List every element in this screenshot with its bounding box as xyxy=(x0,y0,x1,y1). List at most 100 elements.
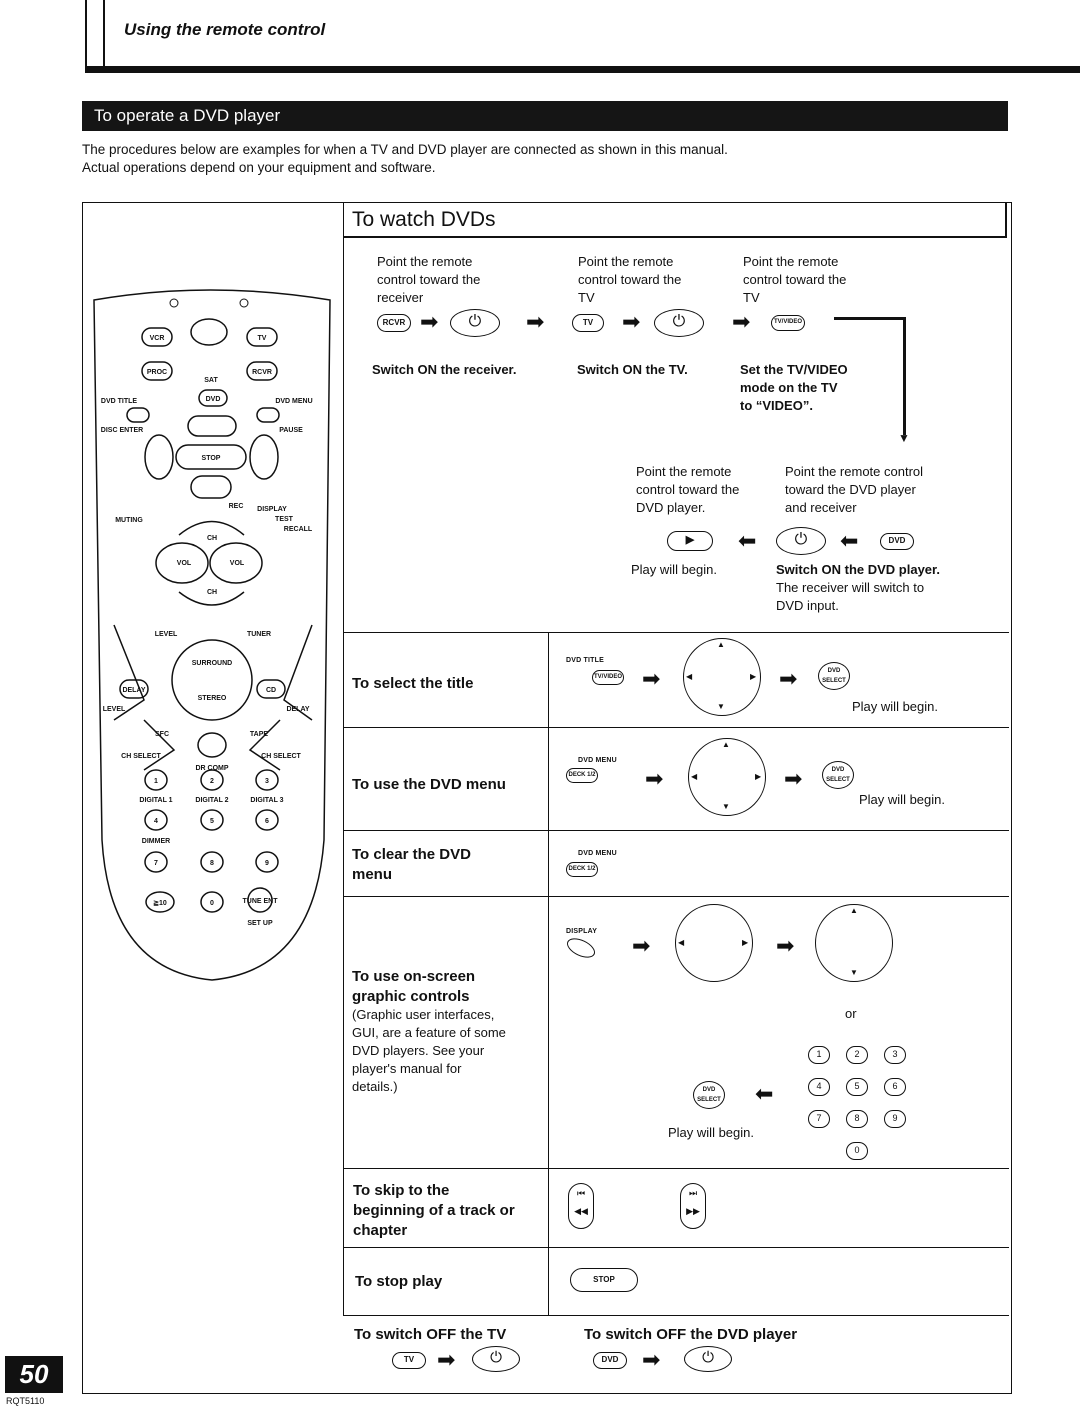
key-8[interactable]: 8 xyxy=(846,1110,868,1128)
power-button[interactable]: ⏻ xyxy=(654,309,704,337)
step5-text: Point the remote control toward the DVD … xyxy=(785,463,923,517)
deck-button[interactable]: DECK 1/2 xyxy=(566,768,598,783)
remote-label-stereo: STEREO xyxy=(198,695,227,702)
play-button[interactable]: ▶ xyxy=(667,531,713,551)
step2-text: Point the remote control toward the TV xyxy=(578,253,681,307)
cursor-up-icon: ▲ xyxy=(722,740,730,749)
row2-note: Play will begin. xyxy=(859,792,945,807)
arrow-right-icon: ➡ xyxy=(642,1347,661,1372)
row4-note: Play will begin. xyxy=(668,1125,754,1140)
key-5[interactable]: 5 xyxy=(846,1078,868,1096)
arrow-right-icon: ➡ xyxy=(779,666,798,691)
tv-button[interactable]: TV xyxy=(392,1352,426,1369)
cursor-pad[interactable] xyxy=(683,638,761,716)
step1-line1: Point the remote xyxy=(377,254,473,269)
intro-text: The procedures below are examples for wh… xyxy=(82,141,728,177)
remote-key-ge10: ≧10 xyxy=(153,900,167,907)
cursor-pad[interactable] xyxy=(675,904,753,982)
row-dvd-menu-label: To use the DVD menu xyxy=(352,776,506,793)
switch-off-tv-label: To switch OFF the TV xyxy=(354,1326,507,1343)
remote-key-0: 0 xyxy=(210,900,214,907)
step1-line3: receiver xyxy=(377,290,424,305)
arrow-right-icon: ➡ xyxy=(784,766,803,791)
remote-label-disc-enter: DISC ENTER xyxy=(101,427,143,434)
cursor-left-icon: ◀ xyxy=(691,772,698,781)
key-0[interactable]: 0 xyxy=(846,1142,868,1160)
step5-caption: Switch ON the DVD player. xyxy=(776,562,940,577)
remote-label-display: DISPLAY xyxy=(257,506,287,513)
cursor-pad[interactable] xyxy=(688,738,766,816)
step3-caption: Set the TV/VIDEO mode on the TV to “VIDE… xyxy=(740,361,848,415)
arrow-left-icon: ⬅ xyxy=(738,528,757,553)
flow-connector xyxy=(903,317,906,435)
step2-line1: Point the remote xyxy=(578,254,674,269)
row-divider xyxy=(343,1168,1009,1169)
power-button[interactable]: ⏻ xyxy=(472,1346,520,1372)
arrow-right-icon: ➡ xyxy=(642,666,661,691)
remote-label-digital1: DIGITAL 1 xyxy=(139,797,172,804)
cursor-pad[interactable] xyxy=(815,904,893,982)
step2-line2: control toward the xyxy=(578,272,682,287)
key-6[interactable]: 6 xyxy=(884,1078,906,1096)
tv-video-button[interactable]: TV/VIDEO xyxy=(771,315,805,331)
power-button[interactable]: ⏻ xyxy=(684,1346,732,1372)
remote-label-level-top: LEVEL xyxy=(155,631,178,638)
dvd-select-button[interactable]: DVD SELECT xyxy=(693,1081,725,1109)
remote-label-pause: PAUSE xyxy=(279,427,303,434)
remote-label-ch-up: CH xyxy=(207,535,217,542)
remote-key-5: 5 xyxy=(210,818,214,825)
intro-line-2: Actual operations depend on your equipme… xyxy=(82,160,436,175)
remote-label-rcvr: RCVR xyxy=(252,369,272,376)
flow-connector xyxy=(834,317,906,320)
remote-label-vol-left: VOL xyxy=(177,560,192,567)
power-button[interactable]: ⏻ xyxy=(776,527,826,555)
key-1[interactable]: 1 xyxy=(808,1046,830,1064)
row-divider xyxy=(343,632,1009,633)
key-3[interactable]: 3 xyxy=(884,1046,906,1064)
key-7[interactable]: 7 xyxy=(808,1110,830,1128)
row-divider xyxy=(343,727,1009,728)
remote-label-cd: CD xyxy=(266,687,276,694)
remote-label-stop: STOP xyxy=(202,455,221,462)
arrow-right-icon: ➡ xyxy=(420,309,439,334)
remote-label-setup: SET UP xyxy=(247,920,273,927)
remote-key-4: 4 xyxy=(154,818,158,825)
arrow-right-icon: ➡ xyxy=(437,1347,456,1372)
skip-forward-button[interactable]: ⏭▶▶ xyxy=(680,1183,706,1229)
step5-line3: and receiver xyxy=(785,500,857,515)
cursor-right-icon: ▶ xyxy=(742,938,749,947)
rcvr-button[interactable]: RCVR xyxy=(377,314,411,332)
cursor-left-icon: ◀ xyxy=(686,672,693,681)
remote-label-dimmer: DIMMER xyxy=(142,838,170,845)
key-9[interactable]: 9 xyxy=(884,1110,906,1128)
arrow-right-icon: ➡ xyxy=(776,933,795,958)
arrow-right-icon: ➡ xyxy=(645,766,664,791)
key-4[interactable]: 4 xyxy=(808,1078,830,1096)
step5-line2: toward the DVD player xyxy=(785,482,916,497)
step4-line2: control toward the xyxy=(636,482,740,497)
or-text: or xyxy=(845,1006,857,1021)
step5-note: The receiver will switch to DVD input. xyxy=(776,579,924,615)
stop-button[interactable]: STOP xyxy=(570,1268,638,1292)
row-column-divider xyxy=(548,632,549,1316)
dvd-select-button[interactable]: DVD SELECT xyxy=(822,761,854,789)
step3-line1: Point the remote xyxy=(743,254,839,269)
remote-label-test: TEST xyxy=(275,516,294,523)
step1-text: Point the remote control toward the rece… xyxy=(377,253,480,307)
dvd-select-button[interactable]: DVD SELECT xyxy=(818,662,850,690)
skip-back-button[interactable]: ⏮◀◀ xyxy=(568,1183,594,1229)
deck-button[interactable]: DECK 1/2 xyxy=(566,862,598,877)
dvd-button[interactable]: DVD xyxy=(880,533,914,550)
remote-label-digital3: DIGITAL 3 xyxy=(250,797,283,804)
cursor-right-icon: ▶ xyxy=(755,772,762,781)
remote-key-2: 2 xyxy=(210,778,214,785)
key-2[interactable]: 2 xyxy=(846,1046,868,1064)
power-button[interactable]: ⏻ xyxy=(450,309,500,337)
step3-caption-line1: Set the TV/VIDEO xyxy=(740,362,848,377)
dvd-button[interactable]: DVD xyxy=(593,1352,627,1369)
cursor-up-icon: ▲ xyxy=(850,906,858,915)
step1-caption: Switch ON the receiver. xyxy=(372,362,517,377)
dvd-title-button[interactable]: TV/VIDEO xyxy=(592,670,624,685)
tv-button[interactable]: TV xyxy=(572,314,604,332)
remote-label-tune-ent: TUNE ENT xyxy=(243,898,279,905)
